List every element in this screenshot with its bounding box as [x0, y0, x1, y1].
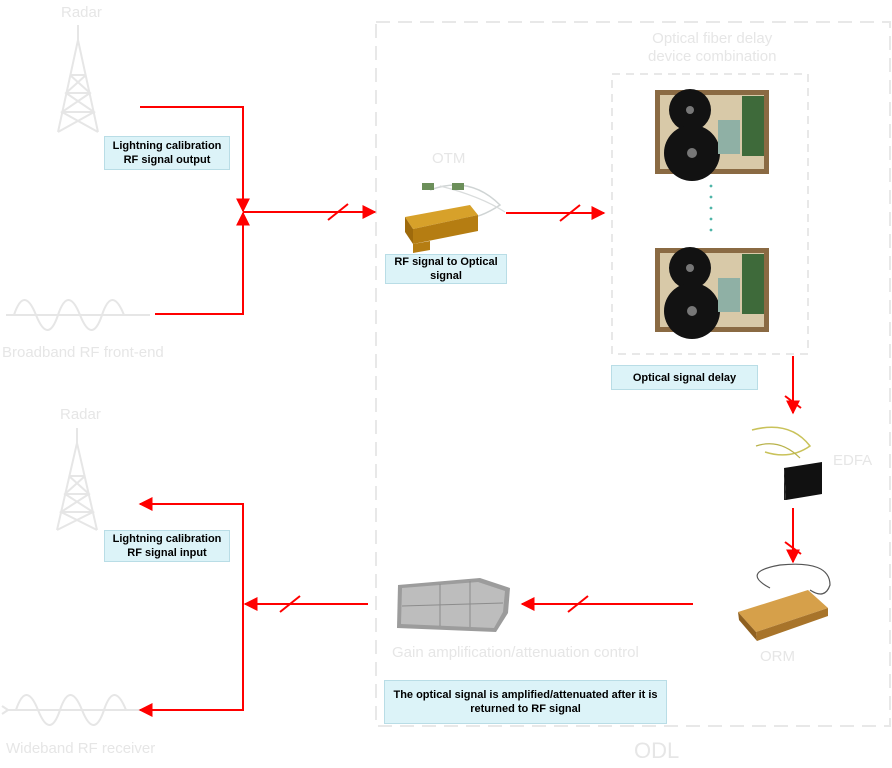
- optical-delay-text: Optical signal delay: [632, 371, 737, 384]
- orm-device-icon: [738, 563, 831, 641]
- radar-label: Radar: [60, 406, 101, 423]
- rf-to-optical-line2: signal: [430, 270, 462, 282]
- rf-to-optical-box: RF signal to Optical signal: [385, 254, 507, 284]
- edfa-label: EDFA: [833, 452, 873, 469]
- amplified-note-line2: returned to RF signal: [470, 703, 581, 715]
- cal-output-line2: RF signal output: [123, 154, 211, 166]
- optical-delay-box: Optical signal delay: [611, 365, 758, 390]
- odl-label: ODL: [634, 738, 680, 763]
- radar-tower-icon: [56, 428, 98, 531]
- cal-input-box: Lightning calibration RF signal input: [104, 530, 230, 562]
- delay-combo-label: Optical fiber delay device combination: [648, 30, 776, 66]
- amplified-note-box: The optical signal is amplified/attenuat…: [384, 680, 667, 724]
- fiber-delay-unit-photo: [655, 89, 769, 181]
- edfa-device-icon: [751, 426, 822, 500]
- broadband-frontend-label: Broadband RF front-end: [2, 344, 164, 361]
- cal-output-box: Lightning calibration RF signal output: [104, 136, 230, 170]
- gain-control-board-icon: [397, 578, 510, 632]
- sine-wave-icon: [1, 694, 140, 726]
- fiber-delay-unit-photo: [655, 247, 769, 339]
- ellipsis-dots: [709, 184, 713, 232]
- rf-to-optical-line1: RF signal to Optical: [394, 256, 498, 268]
- signal-arrows: [138, 106, 802, 717]
- delay-combo-label-line2: device combination: [648, 48, 777, 65]
- gain-control-label: Gain amplification/attenuation control: [392, 644, 639, 661]
- otm-label: OTM: [432, 150, 466, 167]
- orm-label: ORM: [760, 648, 795, 665]
- odl-border: [375, 21, 891, 727]
- cal-input-line1: Lightning calibration: [112, 533, 222, 545]
- otm-device-icon: [405, 183, 506, 253]
- amplified-note-line1: The optical signal is amplified/attenuat…: [393, 689, 658, 701]
- delay-combo-label-line1: Optical fiber delay: [652, 30, 773, 47]
- wideband-receiver-label: Wideband RF receiver: [6, 740, 156, 757]
- radar-tower-icon: [57, 25, 99, 133]
- cal-output-line1: Lightning calibration: [112, 140, 222, 152]
- delay-combo-border: [611, 73, 809, 355]
- cal-input-line2: RF signal input: [127, 547, 207, 559]
- radar-label: Radar: [61, 4, 102, 21]
- sine-wave-icon: [6, 299, 150, 331]
